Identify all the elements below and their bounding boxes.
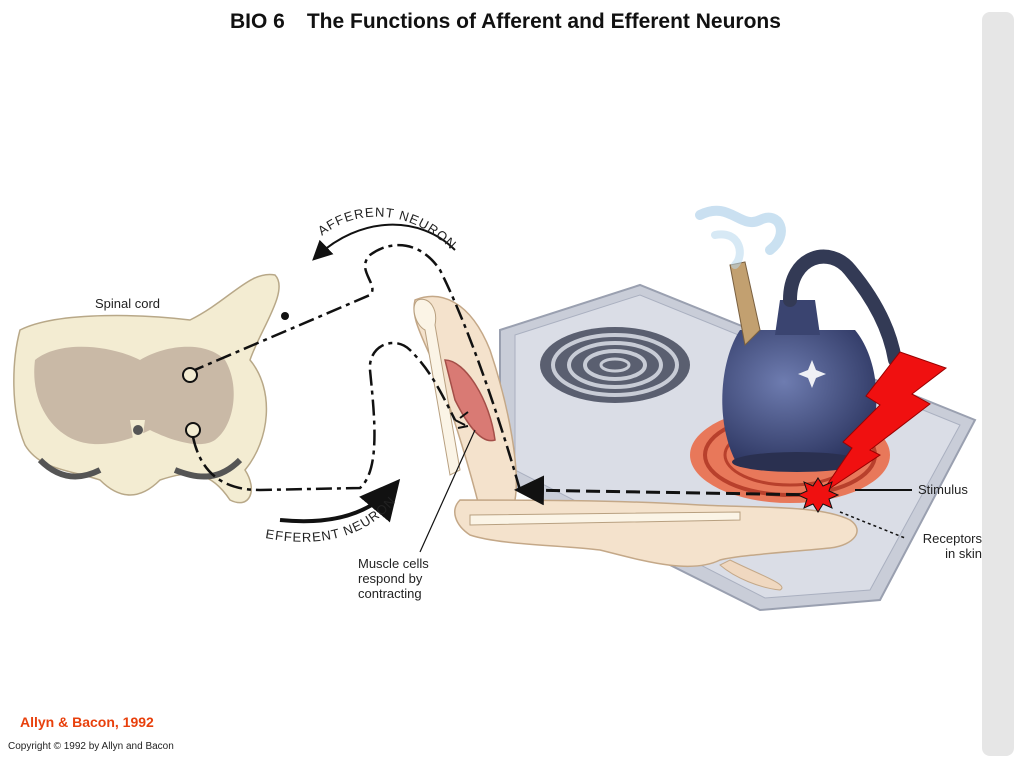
receptors-label-line-1: Receptors xyxy=(922,531,982,546)
receptors-label-line-2: in skin xyxy=(945,546,982,561)
efferent-pathway xyxy=(185,341,469,524)
muscle-label-line-1: Muscle cells xyxy=(358,556,429,571)
stimulus-label: Stimulus xyxy=(918,482,968,497)
muscle-label-line-2: respond by xyxy=(358,571,423,586)
muscle-label-line-3: contracting xyxy=(358,586,422,601)
copyright-notice: Copyright © 1992 by Allyn and Bacon xyxy=(8,741,174,752)
muscle-pointer xyxy=(419,429,476,553)
spinal-cord-label: Spinal cord xyxy=(95,296,161,311)
muscle-label: Muscle cells respond by contracting xyxy=(358,556,429,601)
afferent-pathway xyxy=(182,223,821,506)
title-text: The Functions of Afferent and Efferent N… xyxy=(306,10,781,33)
title-code: BIO 6 xyxy=(230,10,285,33)
scrollbar[interactable] xyxy=(982,12,1014,756)
slide-title: BIO 6 The Functions of Afferent and Effer… xyxy=(230,10,830,34)
back-burner xyxy=(540,327,690,403)
publisher-credit: Allyn & Bacon, 1992 xyxy=(20,714,154,730)
forearm-bone xyxy=(469,511,741,526)
stimulus-burst-icon xyxy=(796,477,840,513)
afferent-neuron-label: AFFERENT NEURON xyxy=(315,205,460,253)
steam xyxy=(695,205,786,269)
afferent-neuron-text: AFFERENT NEURON xyxy=(315,205,459,253)
kettle xyxy=(722,249,902,472)
lightning-bolt-icon xyxy=(819,351,948,496)
receptors-label: Receptors in skin xyxy=(908,531,982,561)
